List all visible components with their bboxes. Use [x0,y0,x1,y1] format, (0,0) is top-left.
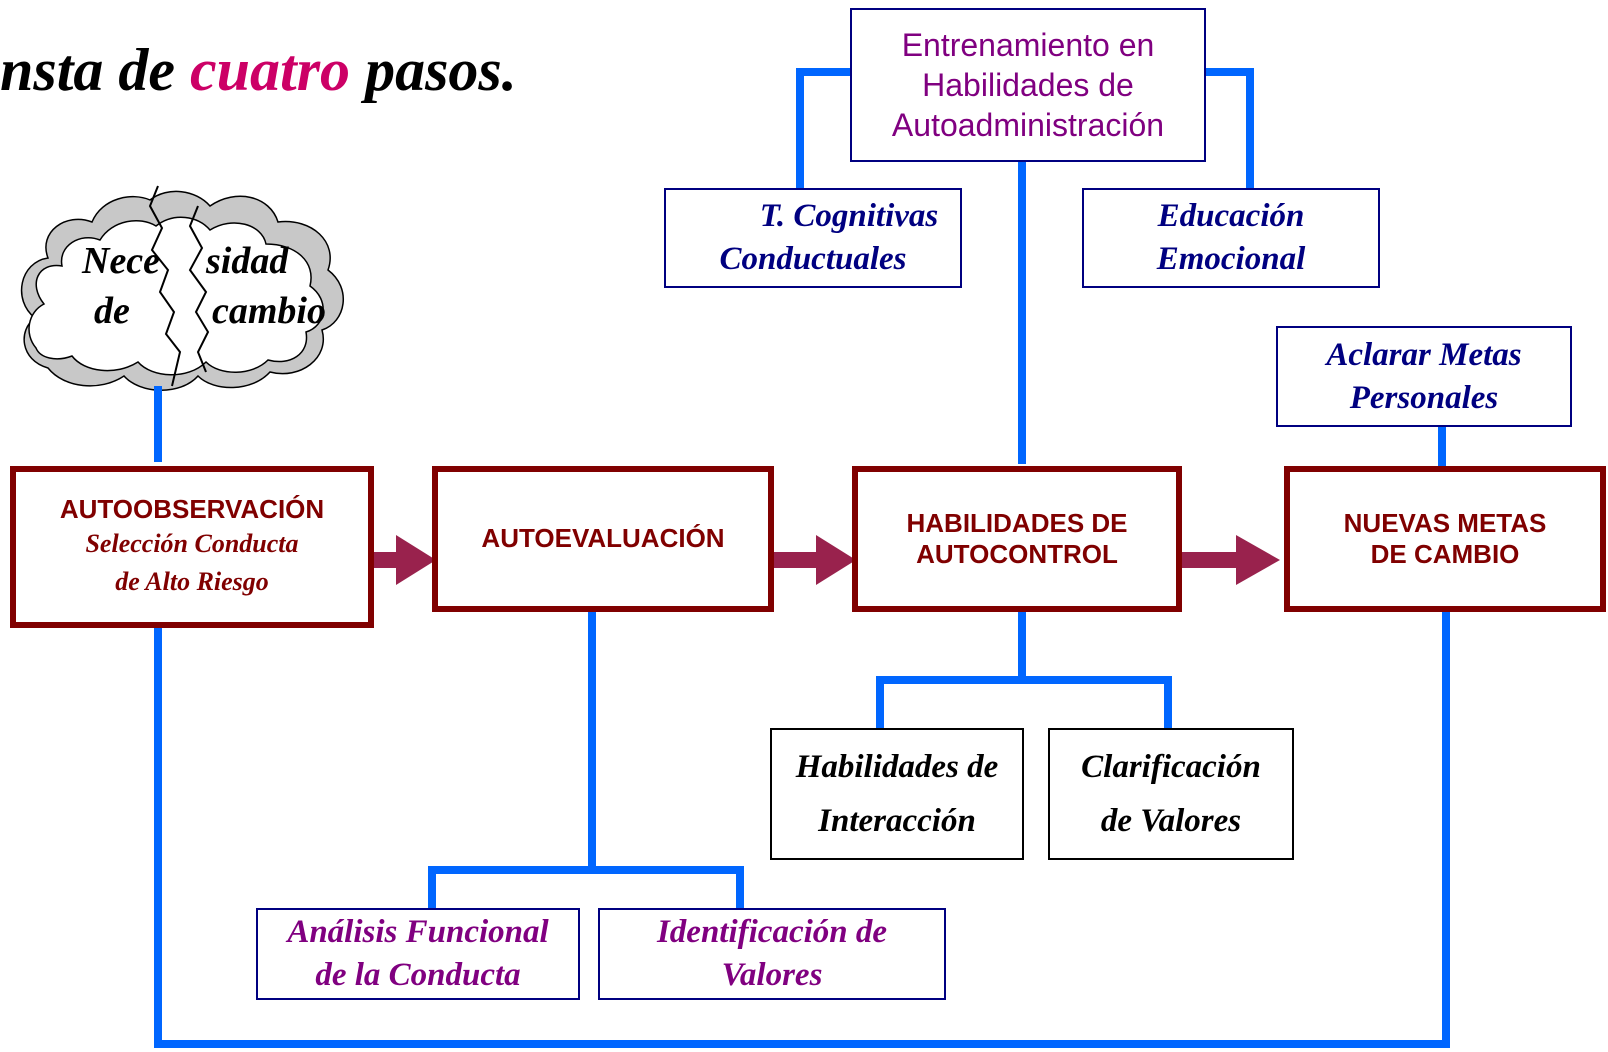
autoobservacion-sub1: Selección Conducta [85,528,299,558]
connector-interaccion [876,676,1026,732]
personal-goals-box: Aclarar Metas Personales [1276,326,1572,427]
top-box-line1: Entrenamiento en [901,27,1155,63]
connector-valores [1018,676,1172,732]
page-title: nsta de cuatro pasos. [0,40,517,100]
analisis-line1: Análisis Funcional [287,914,549,951]
values-clarification-box: Clarificación de Valores [1048,728,1294,860]
values-identification-box: Identificación de Valores [598,908,946,1000]
interaccion-line1: Habilidades de [795,748,999,785]
goals-line1: Aclarar Metas [1326,336,1522,373]
feedback-loop-connector [154,608,1450,1048]
cognitive-line1: T. Cognitivas [759,198,939,235]
autoobservacion-sub2: de Alto Riesgo [115,566,269,596]
metas-line2: DE CAMBIO [1370,539,1520,569]
arrow-2 [772,535,856,585]
cognitive-line2: Conductuales [719,241,907,277]
arrow-1 [370,535,436,585]
top-box-line2: Habilidades de [922,67,1134,103]
autoevaluacion-label: AUTOEVALUACIÓN [481,523,725,554]
step-autocontrol: HABILIDADES DE AUTOCONTROL [852,466,1182,612]
emotional-education-box: Educación Emocional [1082,188,1380,288]
cloud-word-4: cambio [212,290,326,332]
cognitive-techniques-box: T. Cognitivas Conductuales [664,188,962,288]
title-part2: pasos. [350,37,517,103]
self-management-training-box: Entrenamiento en Habilidades de Autoadmi… [850,8,1206,162]
autocontrol-line1: HABILIDADES DE [906,507,1128,538]
autoobservacion-label: AUTOOBSERVACIÓN [59,493,325,524]
step-nuevas-metas: NUEVAS METAS DE CAMBIO [1284,466,1606,612]
emotional-line1: Educación [1157,198,1305,235]
cloud-shape [20,185,344,391]
title-part1: nsta de [0,37,191,103]
functional-analysis-box: Análisis Funcional de la Conducta [256,908,580,1000]
connector-top-to-emotional [1198,68,1254,192]
top-box-line3: Autoadministración [891,107,1165,143]
emotional-line2: Emocional [1156,241,1306,277]
autocontrol-line2: AUTOCONTROL [916,539,1118,569]
step-autoobservacion: AUTOOBSERVACIÓN Selección Conducta de Al… [10,466,374,628]
valores-line1: Clarificación [1081,748,1261,785]
analisis-line2: de la Conducta [315,957,521,993]
step-autoevaluacion: AUTOEVALUACIÓN [432,466,774,612]
cloud-word-2: sidad [206,240,289,282]
valores-line2: de Valores [1100,803,1242,839]
interaccion-line2: Interacción [818,803,976,839]
interaction-skills-box: Habilidades de Interacción [770,728,1024,860]
identificacion-line2: Valores [721,957,823,993]
cloud-word-3: de [94,290,130,332]
metas-line1: NUEVAS METAS [1343,507,1547,538]
identificacion-line1: Identificación de [656,914,888,951]
connector-analisis [428,866,596,914]
goals-line2: Personales [1349,379,1499,416]
connector-top-to-cognitive [796,68,854,192]
arrow-3 [1180,535,1280,585]
title-accent: cuatro [190,37,351,103]
connector-identificacion [588,866,744,914]
cloud-word-1: Nece [82,240,161,282]
